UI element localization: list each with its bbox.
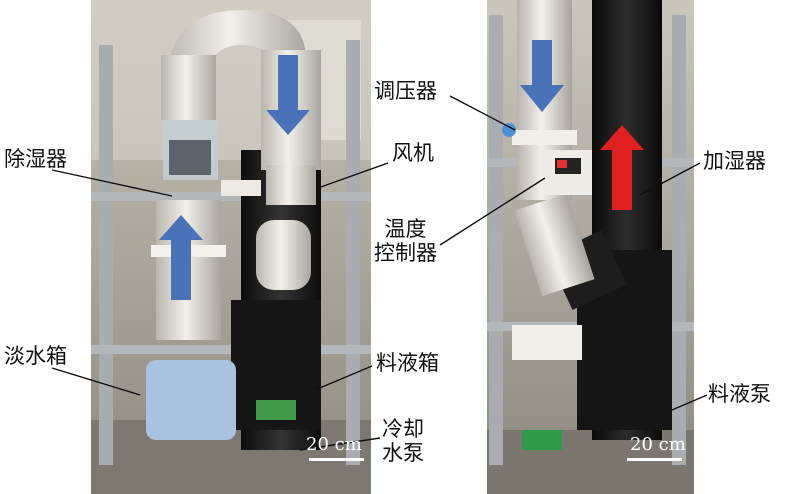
label-temp-controller-line2: 控制器 [374, 241, 437, 266]
right-apparatus-image [487, 0, 694, 494]
scale-text-right: 20 cm [630, 434, 686, 455]
label-liquid-pump: 料液泵 [708, 382, 771, 406]
label-humidifier: 加湿器 [703, 149, 766, 173]
label-fresh-water-tank: 淡水箱 [4, 344, 67, 368]
label-fan: 风机 [392, 141, 434, 165]
label-cooling-pump: 冷却 水泵 [382, 417, 424, 465]
label-cooling-pump-line1: 冷却 [382, 417, 424, 441]
flow-arrow-up-icon [159, 215, 203, 300]
left-apparatus-image [91, 0, 371, 494]
flow-arrow-down-icon [520, 40, 564, 112]
label-dehumidifier: 除湿器 [4, 147, 67, 171]
label-liquid-tank: 料液箱 [376, 351, 439, 375]
label-pressure-regulator: 调压器 [374, 79, 437, 103]
flow-arrow-down-icon [266, 55, 310, 135]
label-temp-controller: 温度 控制器 [374, 217, 437, 265]
right-photo [487, 0, 694, 494]
scale-bar-right [627, 458, 682, 461]
label-cooling-pump-line2: 水泵 [382, 441, 424, 466]
left-photo [91, 0, 371, 494]
scale-text-left: 20 cm [306, 434, 362, 455]
scale-bar-left [309, 458, 364, 461]
label-temp-controller-line1: 温度 [384, 217, 427, 241]
flow-arrow-up-red-icon [600, 125, 644, 210]
